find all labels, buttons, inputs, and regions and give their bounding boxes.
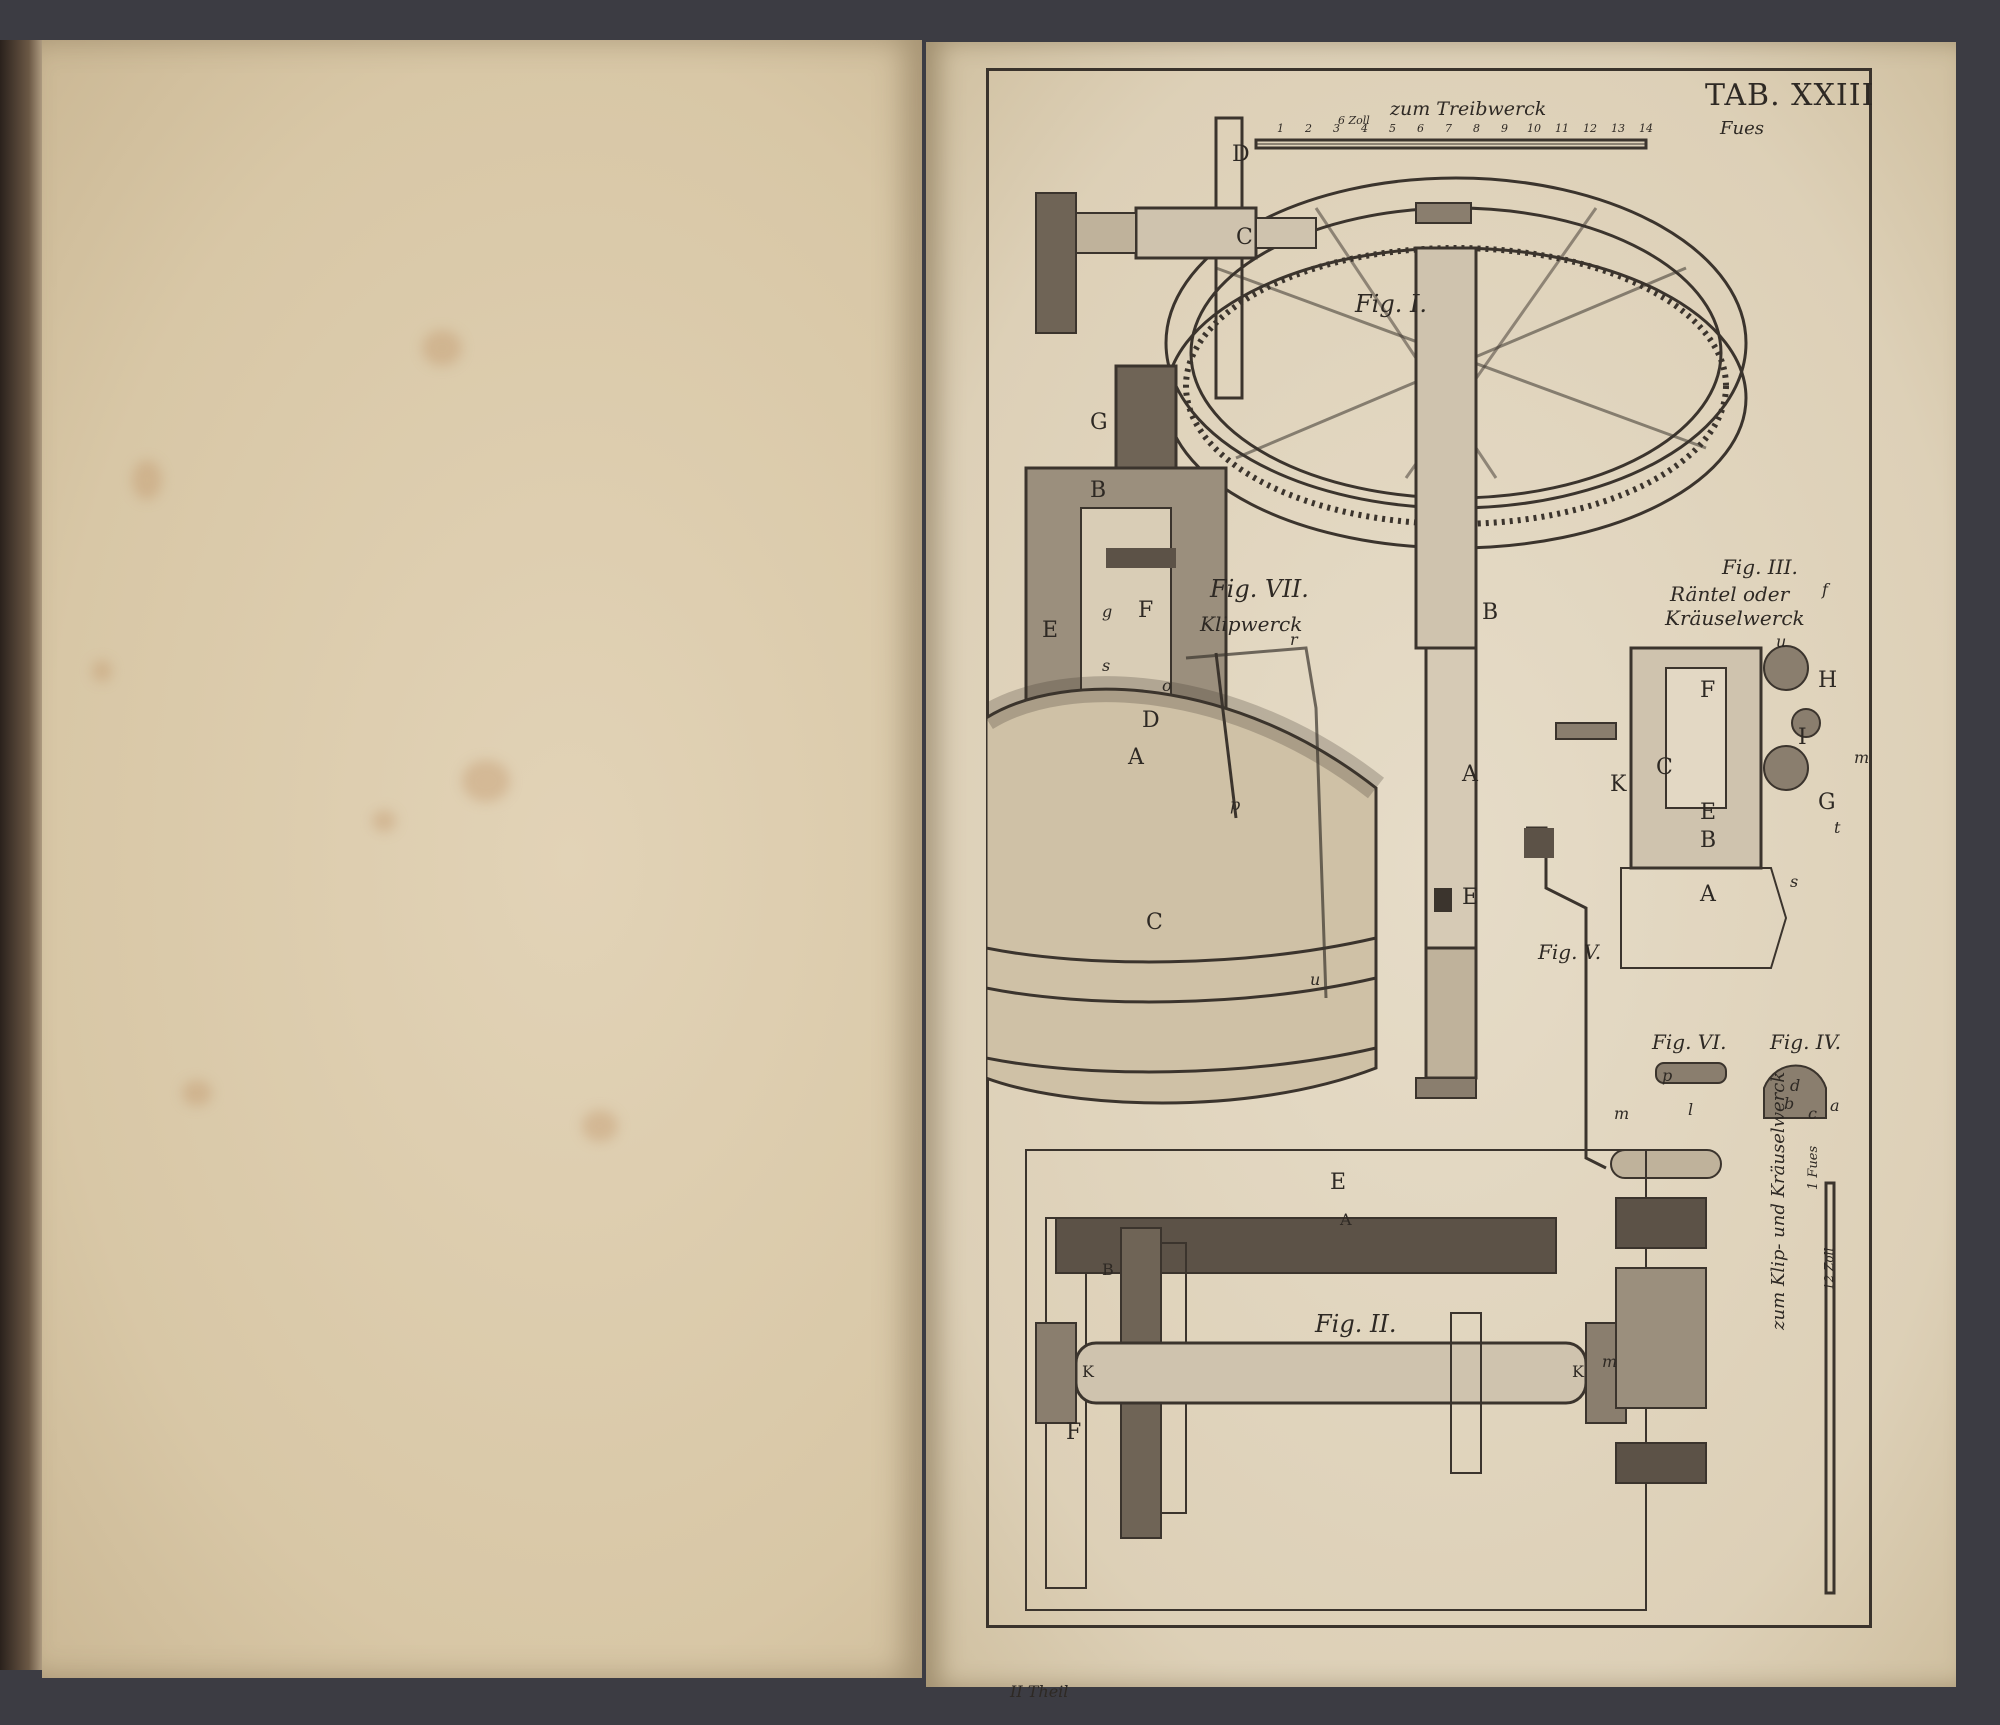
fig6-screw: [1655, 1062, 1727, 1084]
foxing-stain: [182, 1080, 212, 1106]
fig3-letter-I: I: [1798, 725, 1807, 750]
fig3-letter-f: f: [1822, 580, 1828, 599]
fig3-letter-H: H: [1818, 668, 1838, 693]
plate-footer: II Theil: [1010, 1682, 1069, 1701]
fig3-caption-line2: Kräuselwerck: [1665, 606, 1805, 630]
scale-tick: 13: [1611, 122, 1625, 135]
fig2-letter-E: E: [1330, 1170, 1347, 1195]
fig5-crank: [1524, 826, 1722, 1179]
fig7-letter-F: F: [1138, 598, 1154, 623]
fig7-letter-A: A: [1128, 745, 1144, 770]
fig3-letter-s: s: [1790, 872, 1799, 891]
fig1-letter-D: D: [1232, 142, 1250, 167]
fig7-caption: Klipwerck: [1200, 612, 1303, 636]
top-scale-title: zum Treibwerck: [1390, 98, 1547, 120]
fig7-label: Fig. VII.: [1210, 575, 1309, 603]
fig4-letter-d: d: [1790, 1076, 1801, 1095]
fig2-letter-F: F: [1066, 1420, 1082, 1445]
scale-tick: 12: [1583, 122, 1597, 135]
engraving: [986, 116, 1836, 1611]
foxing-stain: [422, 330, 462, 366]
fig2-letter-m: m: [1602, 1352, 1618, 1371]
scale-tick: 14: [1639, 122, 1653, 135]
fig3-letter-K: K: [1610, 772, 1627, 797]
fig3-letter-t: t: [1834, 818, 1841, 837]
fig1-letter-A: A: [1462, 762, 1478, 787]
fig7-letter-B: B: [1090, 478, 1107, 503]
fig2-letter-K-left: K: [1082, 1362, 1094, 1381]
fig7-letter-g: g: [1102, 602, 1113, 621]
fig7-letter-r: r: [1290, 630, 1298, 649]
side-scale-zoll: 12 Zoll: [1822, 1247, 1836, 1290]
scale-tick: 3: [1333, 122, 1340, 135]
fig7-letter-p: p: [1230, 795, 1241, 814]
fig7-letter-s: s: [1102, 656, 1111, 675]
fig7-letter-o: o: [1162, 676, 1172, 695]
fig7-clip-work: [986, 364, 1385, 1105]
scale-tick: 10: [1527, 122, 1541, 135]
fig1-label: Fig. I.: [1355, 290, 1428, 318]
scale-tick: 2: [1305, 122, 1312, 135]
fig5-letter-l: l: [1688, 1100, 1694, 1119]
top-scale-unit-end: Fues: [1720, 118, 1764, 139]
fig2-label: Fig. II.: [1315, 1310, 1397, 1338]
fig3-letter-u: u: [1776, 632, 1787, 651]
left-binding-edge: [0, 40, 48, 1670]
fig3-letter-C: C: [1656, 755, 1673, 780]
fig3-letter-A: A: [1700, 882, 1716, 907]
top-scale-bar: [1254, 138, 1648, 150]
scale-tick: 4: [1361, 122, 1368, 135]
scale-tick: 6: [1417, 122, 1424, 135]
foxing-stain: [92, 660, 112, 682]
fig3-letter-F: F: [1700, 678, 1716, 703]
fig4-letter-b: b: [1784, 1094, 1795, 1113]
fig7-letter-D: D: [1142, 708, 1160, 733]
scale-tick: 9: [1501, 122, 1508, 135]
scale-tick: 5: [1389, 122, 1396, 135]
fig4-label: Fig. IV.: [1770, 1030, 1841, 1054]
fig7-letter-u: u: [1310, 970, 1321, 989]
fig7-letter-C: C: [1146, 910, 1163, 935]
scale-tick: 1: [1277, 122, 1284, 135]
fig1-pinion-shaft: [1035, 116, 1317, 400]
fig2-letter-A: A: [1340, 1210, 1352, 1229]
fig1-driving-wheel: [1164, 176, 1748, 1099]
scale-tick: 11: [1555, 122, 1569, 135]
fig3-letter-B: B: [1700, 828, 1717, 853]
fig4-letter-c: c: [1808, 1104, 1817, 1123]
fig6-label: Fig. VI.: [1652, 1030, 1727, 1054]
foxing-stain: [582, 1110, 618, 1142]
fig4-clamp: [1763, 1064, 1827, 1119]
fig4-letter-a: a: [1830, 1096, 1840, 1115]
fig5-letter-m: m: [1614, 1104, 1630, 1123]
top-scale-unit-start: 6 Zoll: [1338, 114, 1370, 127]
side-scale-title: zum Klip- und Kräuselwerck: [1768, 1071, 1789, 1330]
fig2-letter-B: B: [1102, 1260, 1114, 1279]
fig2-letter-K-right: K: [1572, 1362, 1584, 1381]
fig2-frame: [1025, 1149, 1707, 1611]
plate-title: TAB. XXIII: [1705, 78, 1875, 113]
fig3-letter-G: G: [1818, 790, 1836, 815]
fig3-letter-E: E: [1700, 800, 1717, 825]
fig1-letter-C: C: [1236, 225, 1253, 250]
fig3-caption-line1: Räntel oder: [1670, 582, 1790, 606]
fig6-letter-p: p: [1662, 1066, 1673, 1085]
foxing-stain: [372, 810, 396, 832]
fig3-rattle-work: [1555, 645, 1821, 969]
foxing-stain: [132, 460, 162, 500]
fig7-letter-E: E: [1042, 618, 1059, 643]
scale-tick: 8: [1473, 122, 1480, 135]
side-scale-fues: 1 Fues: [1806, 1145, 1821, 1190]
fig1-letter-E: E: [1462, 885, 1479, 910]
side-scale-bar: [1824, 1181, 1836, 1595]
fig3-label: Fig. III.: [1722, 555, 1798, 579]
blank-left-page: [42, 40, 922, 1678]
foxing-stain: [462, 760, 510, 802]
fig3-letter-m: m: [1854, 748, 1870, 767]
fig1-letter-B: B: [1482, 600, 1499, 625]
scale-tick: 7: [1445, 122, 1452, 135]
fig5-label: Fig. V.: [1538, 940, 1602, 964]
fig7-letter-G: G: [1090, 410, 1108, 435]
